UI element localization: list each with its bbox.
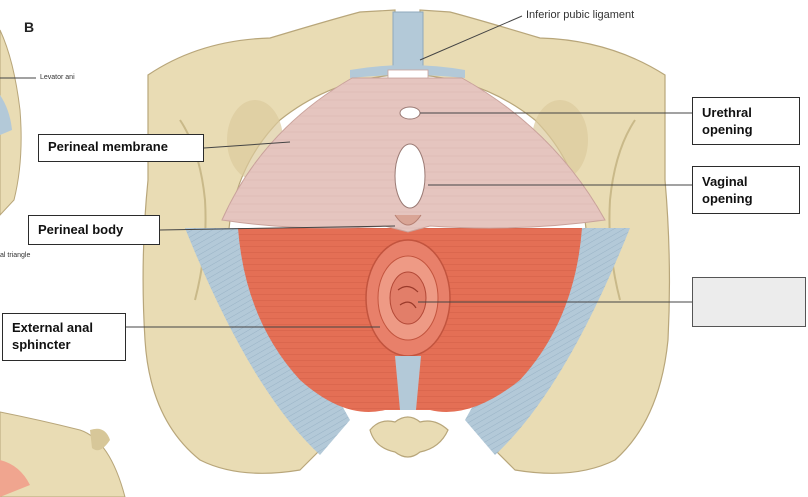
label-blank-answer-box[interactable] [692,277,806,327]
label-inferior-pubic-ligament: Inferior pubic ligament [526,9,635,21]
label-external-anal-sphincter: External anal sphincter [2,313,126,361]
label-perineal-body: Perineal body [28,215,160,245]
label-external-anal-sphincter-line1: External anal [12,320,93,335]
label-urethral-opening-line1: Urethral [702,105,752,120]
label-vaginal-opening-line2: opening [702,191,753,206]
inset-label-levator: Levator ani [40,74,75,81]
label-urethral-opening: Urethral opening [692,97,800,145]
label-vaginal-opening-line1: Vaginal [702,174,748,189]
inset-label-triangle: al triangle [0,252,31,259]
label-perineal-membrane: Perineal membrane [38,134,204,162]
leader-lines [0,15,692,328]
label-perineal-membrane-text: Perineal membrane [48,139,168,154]
leader-inferior-pubic-ligament [419,15,523,61]
external-anal-sphincter [365,239,451,410]
perineal-membrane [221,69,606,233]
inset-panel-letter: B [24,19,35,35]
label-perineal-body-text: Perineal body [38,222,124,237]
leader-perineal-body [159,225,396,231]
leader-perineal-membrane [203,141,291,149]
label-external-anal-sphincter-line2: sphincter [12,337,71,352]
label-vaginal-opening: Vaginal opening [692,166,800,214]
inset-panel [0,0,126,497]
label-urethral-opening-line2: opening [702,122,753,137]
